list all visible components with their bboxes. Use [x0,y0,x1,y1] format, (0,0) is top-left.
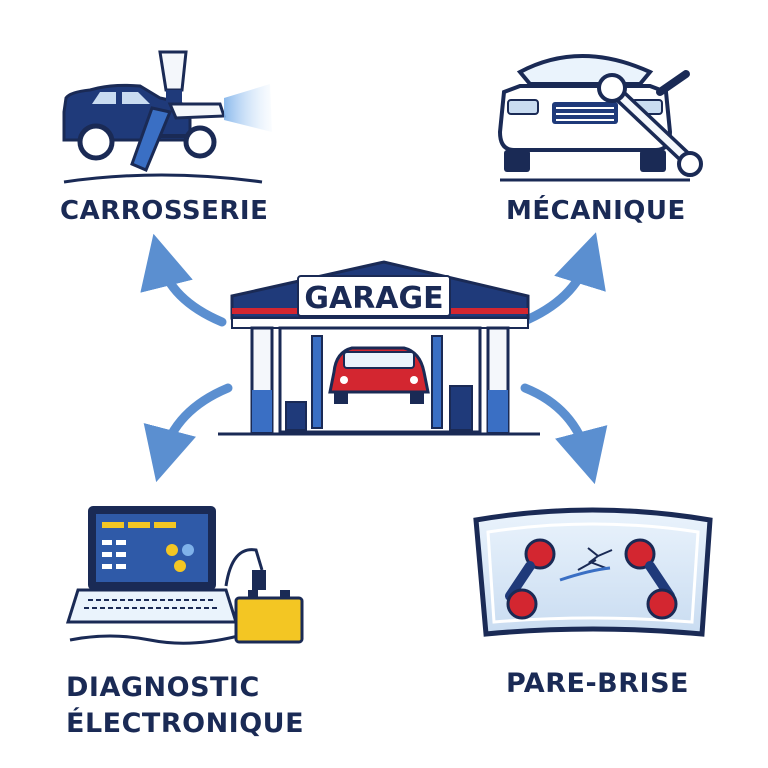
label-mecanique: MÉCANIQUE [506,196,686,226]
garage-sign: GARAGE [304,281,443,316]
arrow-to-diagnostic [143,383,233,483]
arrow-to-mecanique [517,232,606,327]
arrow-to-carrosserie [140,233,227,327]
mecanique-icon [497,54,703,182]
diagnostic-icon [65,506,304,645]
arrow-to-pare-brise [520,383,608,485]
carrosserie-icon [62,50,272,184]
label-diagnostic-electronique: DIAGNOSTIC ÉLECTRONIQUE [66,670,304,742]
label-carrosserie: CARROSSERIE [60,196,269,226]
arrows [140,232,608,485]
garage-icon: GARAGE [218,260,540,436]
label-diagnostic-line1: DIAGNOSTIC [66,672,260,703]
label-diagnostic-line2: ÉLECTRONIQUE [66,708,305,739]
label-pare-brise: PARE-BRISE [506,668,689,699]
pare-brise-icon [473,507,713,637]
